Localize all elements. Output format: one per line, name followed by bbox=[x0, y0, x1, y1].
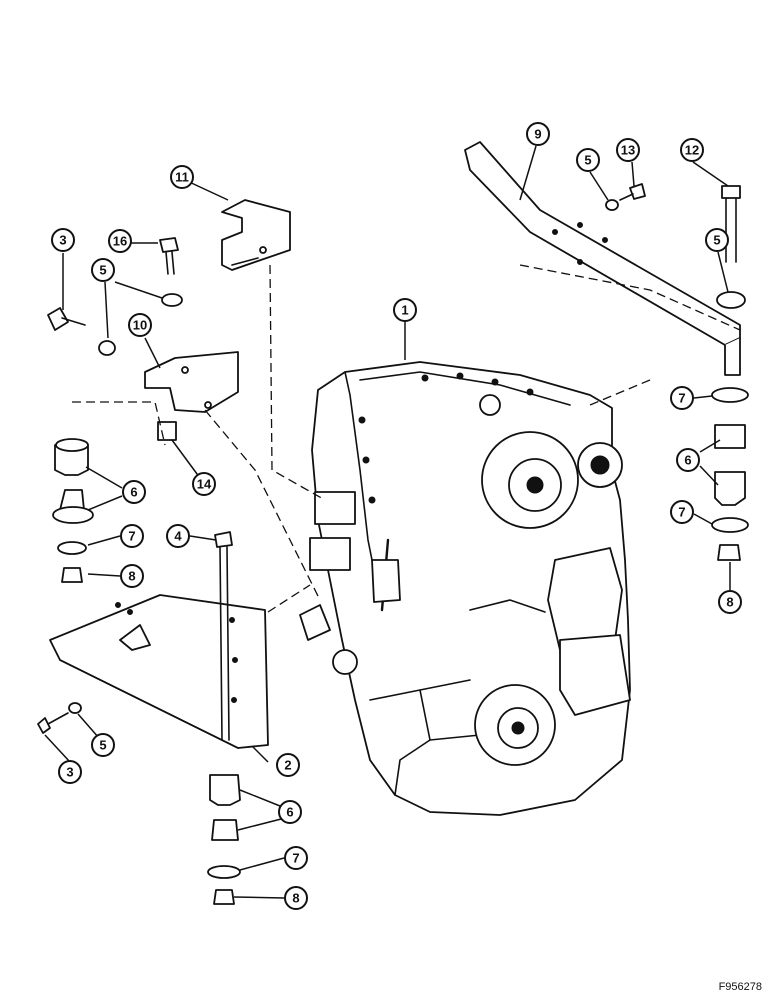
mounting-plate bbox=[49, 594, 269, 749]
callout-5c-label: 5 bbox=[584, 153, 591, 168]
callout-14-label: 14 bbox=[197, 477, 212, 492]
callout-6a: 6 bbox=[122, 480, 146, 504]
callout-8c-label: 8 bbox=[726, 595, 733, 610]
callout-7c-label: 7 bbox=[678, 391, 685, 406]
callout-7c: 7 bbox=[670, 386, 694, 410]
isolator-stack-right bbox=[711, 387, 749, 561]
callout-14: 14 bbox=[192, 472, 216, 496]
callout-11-label: 11 bbox=[175, 170, 189, 185]
callout-6c: 6 bbox=[676, 448, 700, 472]
callout-5b: 5 bbox=[91, 733, 115, 757]
callout-3a: 3 bbox=[51, 228, 75, 252]
callout-3a-label: 3 bbox=[59, 233, 66, 248]
callout-2-label: 2 bbox=[284, 758, 291, 773]
callout-9-label: 9 bbox=[534, 127, 541, 142]
callout-10: 10 bbox=[128, 313, 152, 337]
callout-3b-label: 3 bbox=[66, 765, 73, 780]
crossmember-bar bbox=[464, 141, 741, 376]
callout-8a: 8 bbox=[120, 564, 144, 588]
callout-10-label: 10 bbox=[133, 318, 147, 333]
isolator-stack-left bbox=[52, 421, 177, 583]
callout-5b-label: 5 bbox=[99, 738, 106, 753]
callout-7a: 7 bbox=[120, 524, 144, 548]
transmission-housing bbox=[299, 361, 631, 816]
callout-9: 9 bbox=[526, 122, 550, 146]
callout-8a-label: 8 bbox=[128, 569, 135, 584]
callout-12-label: 12 bbox=[685, 143, 699, 158]
callout-4-label: 4 bbox=[174, 529, 182, 544]
callout-7d-label: 7 bbox=[678, 505, 685, 520]
callout-13: 13 bbox=[616, 138, 640, 162]
callout-12: 12 bbox=[680, 138, 704, 162]
callout-5a: 5 bbox=[91, 258, 115, 282]
callout-11: 11 bbox=[170, 165, 194, 189]
callout-8b: 8 bbox=[284, 886, 308, 910]
callout-7b: 7 bbox=[284, 846, 308, 870]
callout-7d: 7 bbox=[670, 500, 694, 524]
leader-lines bbox=[44, 145, 731, 899]
callout-5d-label: 5 bbox=[713, 233, 720, 248]
left-bracket bbox=[144, 351, 239, 413]
figure-id: F956278 bbox=[719, 981, 762, 993]
callout-6c-label: 6 bbox=[684, 453, 691, 468]
callout-4: 4 bbox=[166, 524, 190, 548]
callout-8c: 8 bbox=[718, 590, 742, 614]
isolator-stack-bottom bbox=[207, 774, 241, 905]
callout-2: 2 bbox=[276, 753, 300, 777]
alignment-lines bbox=[72, 264, 741, 613]
callout-7b-label: 7 bbox=[292, 851, 299, 866]
callout-1-label: 1 bbox=[401, 303, 408, 318]
fasteners bbox=[37, 183, 746, 741]
callout-5d: 5 bbox=[705, 228, 729, 252]
upper-bracket bbox=[221, 199, 291, 271]
callout-3b: 3 bbox=[58, 760, 82, 784]
callout-13-label: 13 bbox=[621, 143, 635, 158]
callout-6b: 6 bbox=[278, 800, 302, 824]
callout-6a-label: 6 bbox=[130, 485, 137, 500]
callout-8b-label: 8 bbox=[292, 891, 299, 906]
callout-16: 16 bbox=[108, 229, 132, 253]
callout-5c: 5 bbox=[576, 148, 600, 172]
callout-5a-label: 5 bbox=[99, 263, 106, 278]
callout-6b-label: 6 bbox=[286, 805, 293, 820]
callout-1: 1 bbox=[393, 298, 417, 322]
callout-16-label: 16 bbox=[113, 234, 127, 249]
callout-7a-label: 7 bbox=[128, 529, 135, 544]
